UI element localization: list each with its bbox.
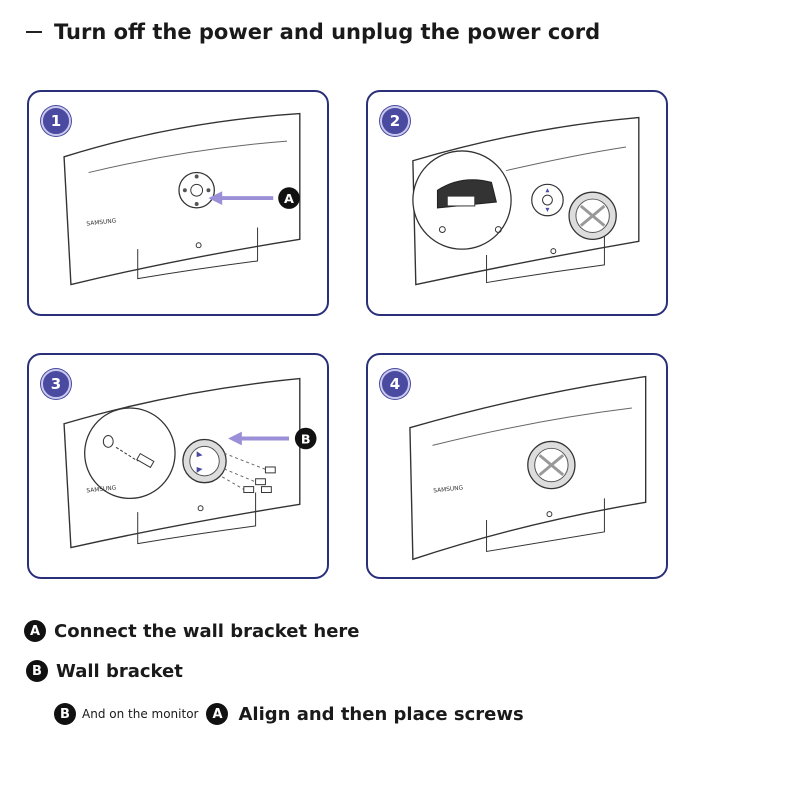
legend-item-a: A Connect the wall bracket here [24,620,359,642]
legend-item-align: B And on the monitor A Align and then pl… [54,703,524,725]
callout-letter: B [301,432,311,447]
legend-text: Wall bracket [56,660,183,682]
step-number-badge: 3 [41,369,71,399]
brand-logo: SAMSUNG [86,485,117,494]
legend-small-text: And on the monitor [82,707,199,721]
callout-marker: A [24,620,46,642]
brand-logo: SAMSUNG [86,218,117,227]
zoom-detail [84,407,176,500]
callout-marker: A [206,703,229,725]
legend-text: Connect the wall bracket here [54,620,360,642]
step-panel-1: 1 SAMSUNG A [27,90,329,316]
instruction-header: Turn off the power and unplug the power … [26,20,600,44]
step-number-badge: 2 [380,106,410,136]
callout-marker: B [54,703,76,725]
step-panel-3: 3 SAMSUNG B [27,353,329,579]
step-panel-2: 2 [366,90,668,316]
callout-marker: B [26,660,48,682]
monitor-back-illustration: SAMSUNG B [63,377,317,549]
monitor-back-illustration [412,116,640,286]
monitor-back-illustration: SAMSUNG A [63,112,301,286]
dash-icon [26,31,42,33]
legend-item-b: B Wall bracket [24,660,183,682]
callout-letter: A [284,192,294,207]
step-number-badge: 1 [41,106,71,136]
legend-text: Align and then place screws [238,703,524,725]
step-panel-4: 4 SAMSUNG [366,353,668,579]
header-title: Turn off the power and unplug the power … [54,20,601,44]
callout-marker [278,187,300,209]
monitor-back-illustration: SAMSUNG [409,375,647,561]
brand-logo: SAMSUNG [433,485,464,494]
step-number-badge: 4 [380,369,410,399]
callout-marker [294,427,317,450]
